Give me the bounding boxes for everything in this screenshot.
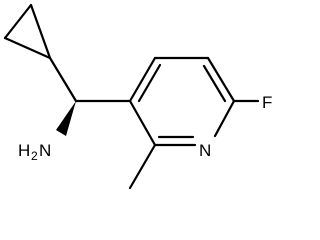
pyridine-nitrogen-label: N	[199, 141, 211, 160]
molecule-structure: H 2 N N F	[3, 3, 272, 190]
cyclopropyl-bond-left-top	[3, 3, 33, 40]
ring-double-bond-c3-c4-inner	[137, 63, 162, 103]
fluorine-label: F	[262, 93, 272, 112]
amine-nitrogen-label: N	[39, 141, 51, 160]
cyclopropyl-bond-left-right	[3, 36, 52, 60]
ring-bond-c5-c6	[206, 56, 236, 103]
chemical-structure-canvas: H 2 N N F	[3, 3, 272, 190]
cyclopropyl-bond-top-right	[29, 3, 52, 60]
ring-bond-c6-n1	[213, 99, 236, 138]
bond-cyclopropyl-to-chiral-center	[48, 56, 78, 103]
amine-hydrogen-count-subscript: 2	[31, 149, 38, 163]
amine-hydrogen-label: H	[18, 141, 30, 160]
stereo-wedge-bond	[56, 101, 76, 136]
ring-bond-c3-c4	[128, 56, 157, 103]
ring-double-bond-c5-c6-inner	[202, 64, 227, 103]
methyl-bond	[128, 143, 157, 190]
ring-bond-c2-c3	[128, 99, 157, 147]
